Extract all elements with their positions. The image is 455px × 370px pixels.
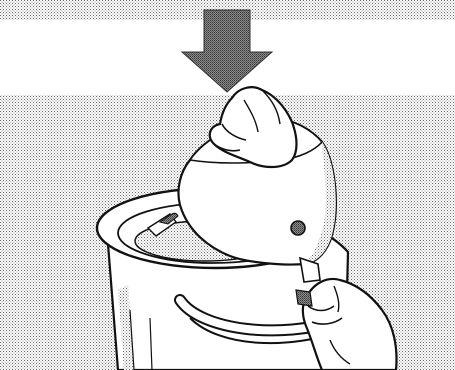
hand-icon <box>295 277 398 370</box>
hand-icon <box>208 86 298 169</box>
down-arrow-icon <box>180 9 274 93</box>
